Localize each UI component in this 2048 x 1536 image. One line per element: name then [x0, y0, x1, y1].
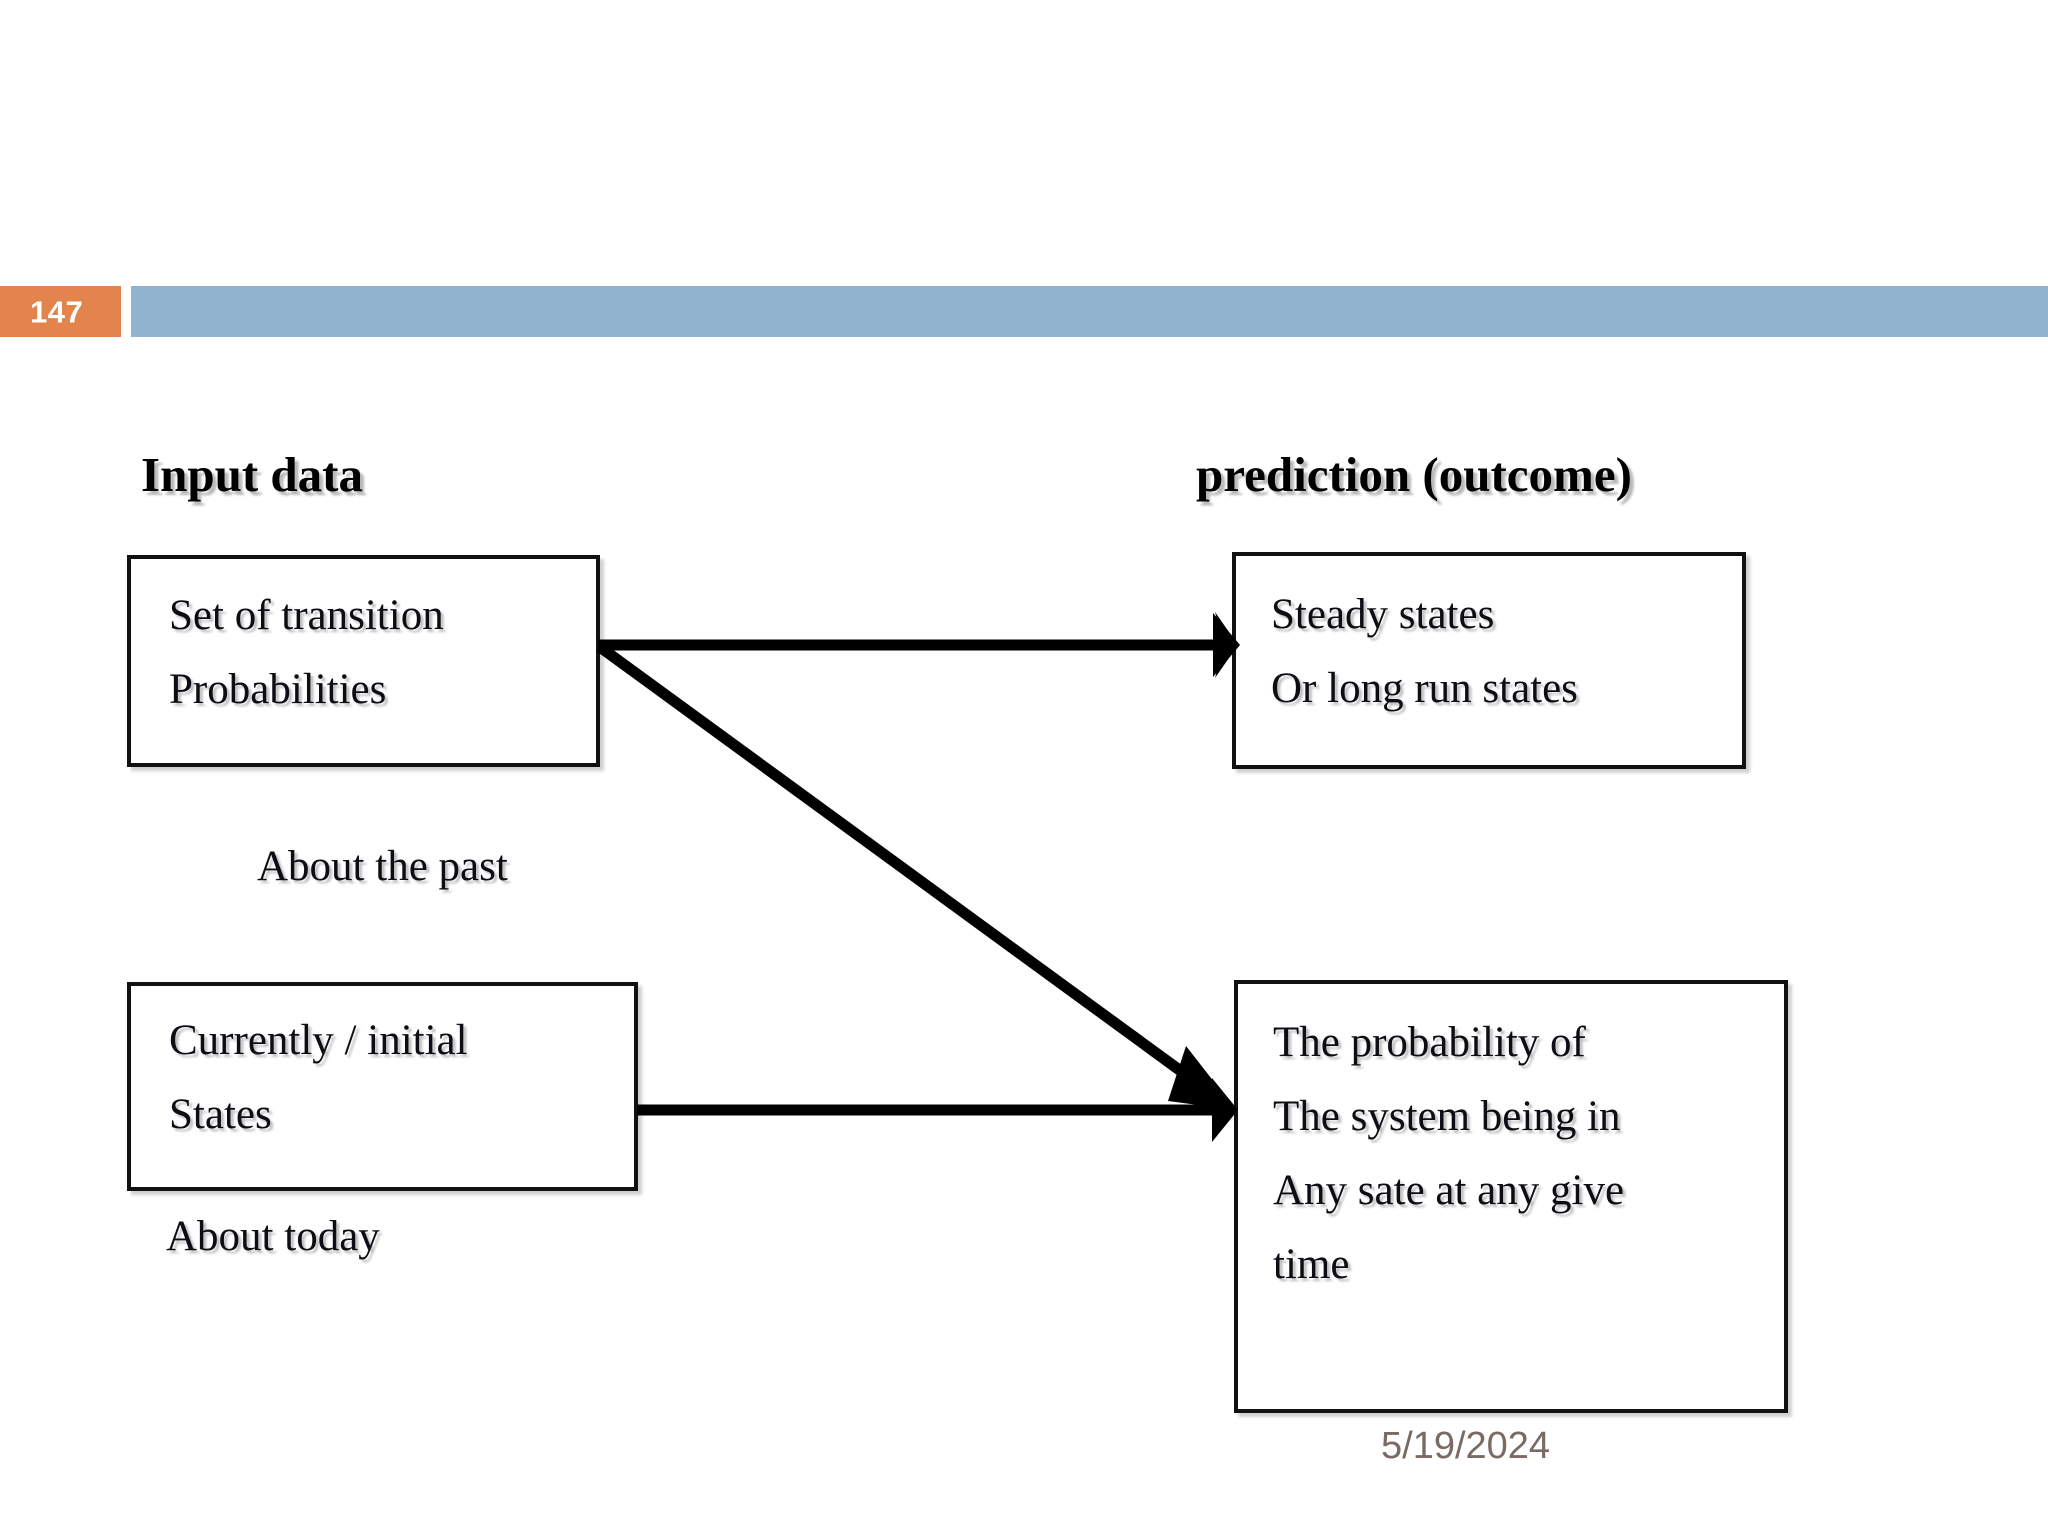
box-current-initial-states: Currently / initial States — [127, 982, 638, 1191]
box-steady-states: Steady states Or long run states — [1232, 552, 1746, 769]
heading-input-data: Input data — [141, 447, 363, 502]
page-number-badge: 147 — [0, 286, 121, 337]
caption-about-today: About today — [166, 1213, 380, 1260]
heading-prediction-outcome: prediction (outcome) — [1196, 447, 1632, 502]
box-probability-outcome-text: The probability of The system being in A… — [1273, 1019, 1625, 1288]
box-transition-probabilities-text: Set of transition Probabilities — [169, 592, 444, 713]
page-number-label: 147 — [30, 294, 84, 329]
arrow-transition-to-probability-outcome — [596, 642, 1236, 1110]
header-accent-bar — [131, 286, 2048, 337]
arrow-transition-to-steady-states — [598, 612, 1240, 678]
box-probability-outcome: The probability of The system being in A… — [1234, 980, 1788, 1413]
box-transition-probabilities: Set of transition Probabilities — [127, 555, 600, 767]
caption-about-the-past: About the past — [257, 843, 508, 890]
box-steady-states-text: Steady states Or long run states — [1271, 591, 1578, 712]
arrow-current-states-to-probability-outcome — [637, 1078, 1238, 1142]
footer-date: 5/19/2024 — [1381, 1425, 1551, 1467]
box-current-initial-states-text: Currently / initial States — [169, 1017, 468, 1138]
